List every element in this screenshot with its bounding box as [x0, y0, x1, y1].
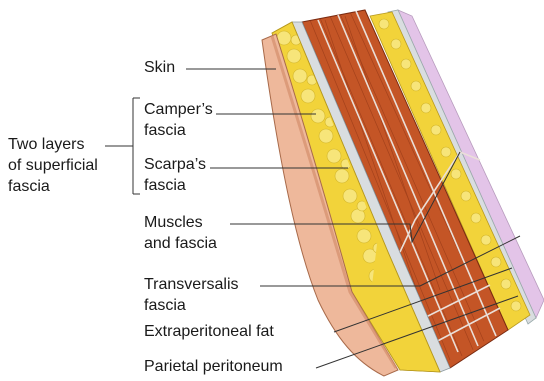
- transversalis-label-2: fascia: [144, 296, 186, 316]
- superficial-fascia-bracket: [105, 98, 140, 194]
- extraperitoneal-fat-label: Extraperitoneal fat: [144, 322, 274, 342]
- muscles-label-2: and fascia: [144, 234, 217, 254]
- campers-fascia-label-2: fascia: [144, 121, 186, 141]
- two-layers-label-1: Two layers: [8, 135, 84, 155]
- skin-label: Skin: [144, 58, 175, 78]
- campers-fascia-label-1: Camper’s: [144, 100, 213, 120]
- muscles-label-1: Muscles: [144, 213, 203, 233]
- scarpas-fascia-label-2: fascia: [144, 176, 186, 196]
- scarpas-fascia-label-1: Scarpa’s: [144, 155, 206, 175]
- transversalis-label-1: Transversalis: [144, 275, 239, 295]
- two-layers-label-2: of superficial: [8, 156, 98, 176]
- parietal-peritoneum-label: Parietal peritoneum: [144, 357, 283, 377]
- two-layers-label-3: fascia: [8, 177, 50, 197]
